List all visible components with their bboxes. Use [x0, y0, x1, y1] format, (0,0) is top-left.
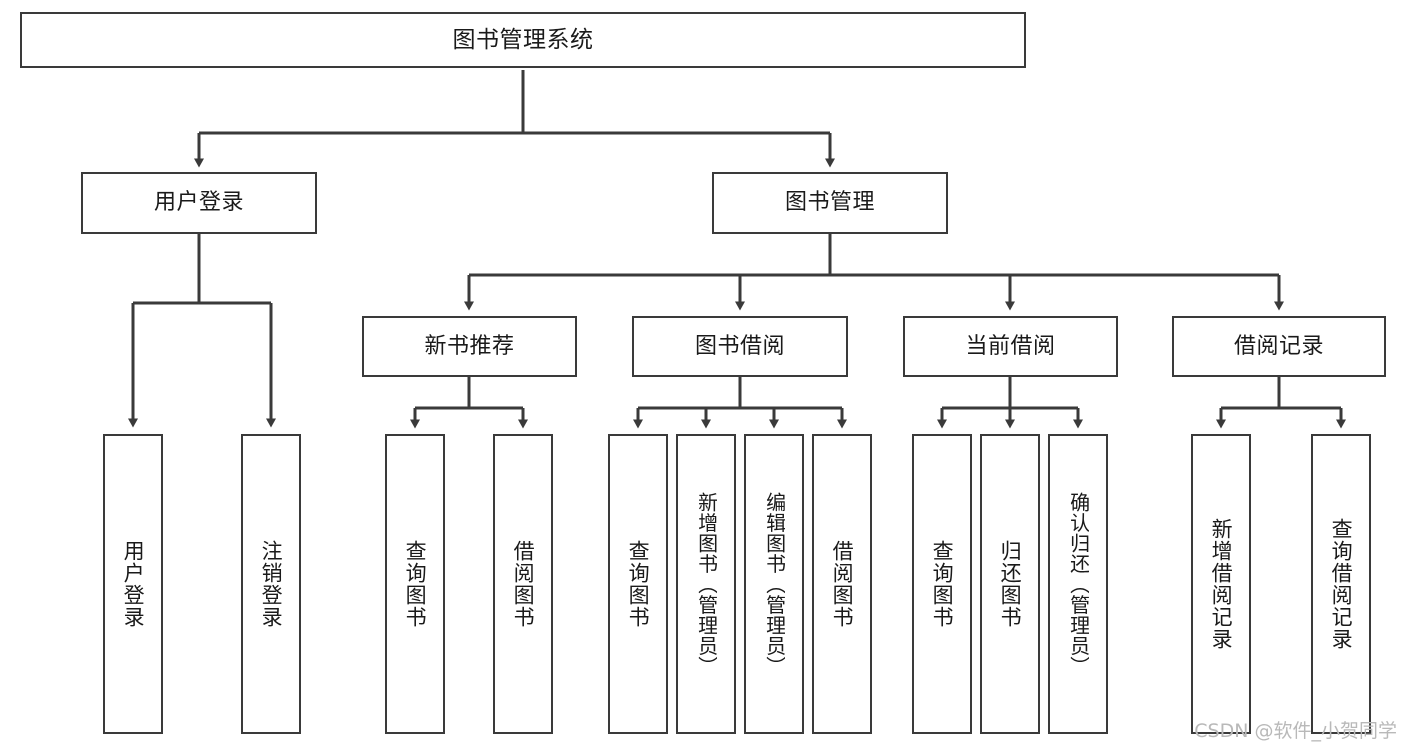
leaf-query-borrow-record[interactable]: 查询借阅记录	[1311, 434, 1371, 734]
leaf-add-borrow-record[interactable]: 新增借阅记录	[1191, 434, 1251, 734]
node-label: 图书管理	[784, 190, 875, 216]
node-label: 当前借阅	[965, 333, 1056, 359]
node-book-borrow[interactable]: 图书借阅	[632, 316, 848, 377]
node-label: 用户登录	[121, 540, 145, 628]
node-label: 编辑图书（管理员）	[763, 491, 785, 677]
node-label: 用户登录	[153, 190, 244, 216]
leaf-query-book-recommend[interactable]: 查询图书	[385, 434, 445, 734]
node-label: 图书管理系统	[452, 26, 594, 53]
node-label: 新增借阅记录	[1209, 518, 1233, 650]
node-label: 查询图书	[403, 540, 427, 628]
leaf-borrow-book[interactable]: 借阅图书	[812, 434, 872, 734]
node-label: 注销登录	[259, 540, 283, 628]
leaf-return-book[interactable]: 归还图书	[980, 434, 1040, 734]
leaf-query-book-borrow[interactable]: 查询图书	[608, 434, 668, 734]
leaf-query-book-current[interactable]: 查询图书	[912, 434, 972, 734]
node-label: 查询图书	[930, 540, 954, 628]
node-label: 借阅图书	[830, 540, 854, 628]
leaf-edit-book-admin[interactable]: 编辑图书（管理员）	[744, 434, 804, 734]
node-label: 图书借阅	[694, 333, 785, 359]
leaf-logout[interactable]: 注销登录	[241, 434, 301, 734]
node-new-book-recommend[interactable]: 新书推荐	[362, 316, 577, 377]
leaf-confirm-return-admin[interactable]: 确认归还（管理员）	[1048, 434, 1108, 734]
node-label: 借阅图书	[511, 540, 535, 628]
leaf-user-login[interactable]: 用户登录	[103, 434, 163, 734]
csdn-watermark: CSDN @软件_小贺同学	[1194, 720, 1397, 742]
node-current-borrow[interactable]: 当前借阅	[903, 316, 1118, 377]
node-label: 查询图书	[626, 540, 650, 628]
node-root-book-management-system[interactable]: 图书管理系统	[20, 12, 1026, 68]
node-user-login[interactable]: 用户登录	[81, 172, 317, 234]
leaf-borrow-book-recommend[interactable]: 借阅图书	[493, 434, 553, 734]
node-label: 新书推荐	[424, 333, 515, 359]
node-label: 借阅记录	[1233, 333, 1324, 359]
leaf-add-book-admin[interactable]: 新增图书（管理员）	[676, 434, 736, 734]
node-label: 确认归还（管理员）	[1067, 491, 1089, 677]
node-borrow-record[interactable]: 借阅记录	[1172, 316, 1386, 377]
node-book-management[interactable]: 图书管理	[712, 172, 948, 234]
node-label: 归还图书	[998, 540, 1022, 628]
node-label: 查询借阅记录	[1329, 518, 1353, 650]
node-label: 新增图书（管理员）	[695, 491, 717, 677]
